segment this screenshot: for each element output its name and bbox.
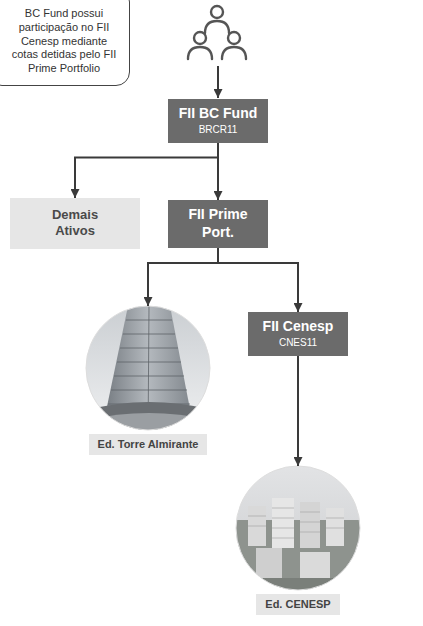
node-title: Ed. Torre Almirante (89, 434, 208, 455)
cenesp-photo (230, 460, 370, 600)
node-title: FII Prime Port. (172, 206, 264, 241)
connector-arrow (148, 248, 218, 306)
photo-space (218, 466, 378, 590)
connector-arrow (218, 248, 298, 312)
torre-almirante-photo (80, 300, 220, 440)
ticker-code: CNES11 (252, 336, 344, 349)
connector-arrow (75, 143, 218, 199)
note-callout: BC Fund possui participação no FII Cenes… (0, 0, 130, 86)
building-node: Ed. CENESP (218, 466, 378, 615)
node-title: FII Cenesp (252, 318, 344, 336)
connector-arrow (297, 356, 299, 467)
fund-box: FII Prime Port. (168, 200, 268, 248)
fund-box: FII BC FundBRCR11 (168, 99, 268, 143)
node-title: Ed. CENESP (256, 594, 339, 615)
node-title: Demais Ativos (40, 207, 110, 240)
asset-box: Demais Ativos (10, 198, 140, 249)
ticker-code: BRCR11 (172, 123, 264, 136)
photo-space (58, 306, 238, 430)
node-title: FII BC Fund (172, 105, 264, 123)
node-title: BC Fund possui participação no FII Cenes… (7, 7, 121, 76)
investor-arrow (217, 66, 219, 98)
connector-arrow (217, 143, 219, 201)
building-node: Ed. Torre Almirante (58, 306, 238, 455)
people-icon (188, 6, 246, 59)
fund-box: FII CenespCNES11 (248, 312, 348, 356)
